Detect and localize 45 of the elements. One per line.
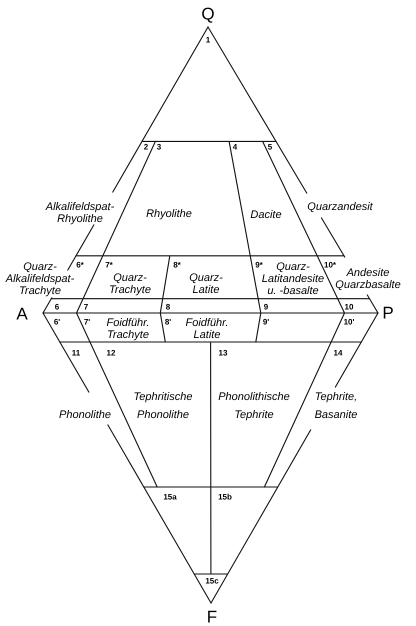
field-number: 15b bbox=[218, 492, 232, 502]
field-label: Foidführ. Trachyte bbox=[106, 317, 150, 341]
field-number: 8* bbox=[173, 260, 181, 270]
field-number: 8' bbox=[164, 318, 172, 326]
vertex-label: Q bbox=[201, 6, 215, 22]
field-label: Dacite bbox=[250, 209, 282, 221]
field-number: 6 bbox=[54, 302, 60, 312]
field-number: 7 bbox=[84, 302, 88, 312]
field-number: 10* bbox=[324, 260, 336, 270]
field-number: 7' bbox=[84, 318, 90, 326]
field-number: 6* bbox=[76, 260, 84, 270]
field-number: 9* bbox=[255, 260, 263, 270]
field-number: 15a bbox=[163, 492, 177, 502]
field-label: Phonolithe bbox=[58, 409, 112, 421]
field-label: Quarz-Alkalifeldspat-Trachyte bbox=[5, 261, 75, 297]
field-number: 9 bbox=[264, 302, 268, 312]
field-label: Quarz-Trachyte bbox=[108, 272, 152, 296]
field-number: 8 bbox=[166, 302, 170, 312]
field-label: Tephritische Phonolithe bbox=[133, 390, 193, 423]
field-number: 10 bbox=[344, 302, 354, 312]
field-number: 13 bbox=[218, 348, 228, 358]
field-label: Alkalifeldspat-Rhyolithe bbox=[45, 201, 115, 225]
field-label: Tephrite, Basanite bbox=[314, 390, 358, 423]
field-label: Foidführ. Latite bbox=[184, 317, 230, 341]
field-number: 3 bbox=[156, 142, 162, 152]
vertex-label: F bbox=[206, 608, 218, 626]
field-number: 4 bbox=[232, 142, 238, 152]
field-number: 15c bbox=[205, 576, 219, 586]
field-number: 10' bbox=[344, 318, 354, 326]
vertex-label: P bbox=[382, 304, 394, 322]
field-label: Rhyolithe bbox=[146, 208, 192, 220]
field-number: 9' bbox=[262, 318, 270, 326]
field-number: 11 bbox=[72, 348, 80, 358]
field-number: 1 bbox=[206, 36, 210, 44]
field-number: 7* bbox=[105, 260, 113, 270]
field-number: 5 bbox=[268, 142, 272, 152]
field-number: 6' bbox=[54, 318, 60, 326]
field-label: Quarzandesit bbox=[306, 201, 374, 213]
field-number: 12 bbox=[106, 348, 116, 358]
vertex-label: A bbox=[16, 306, 28, 322]
field-label: Quarz-Latite bbox=[188, 272, 224, 296]
field-label: Andesite Quarzbasalte bbox=[335, 267, 402, 291]
field-number: 14 bbox=[334, 348, 342, 358]
field-label: Phonolithische Tephrite bbox=[218, 390, 290, 423]
field-number: 2 bbox=[144, 142, 148, 152]
